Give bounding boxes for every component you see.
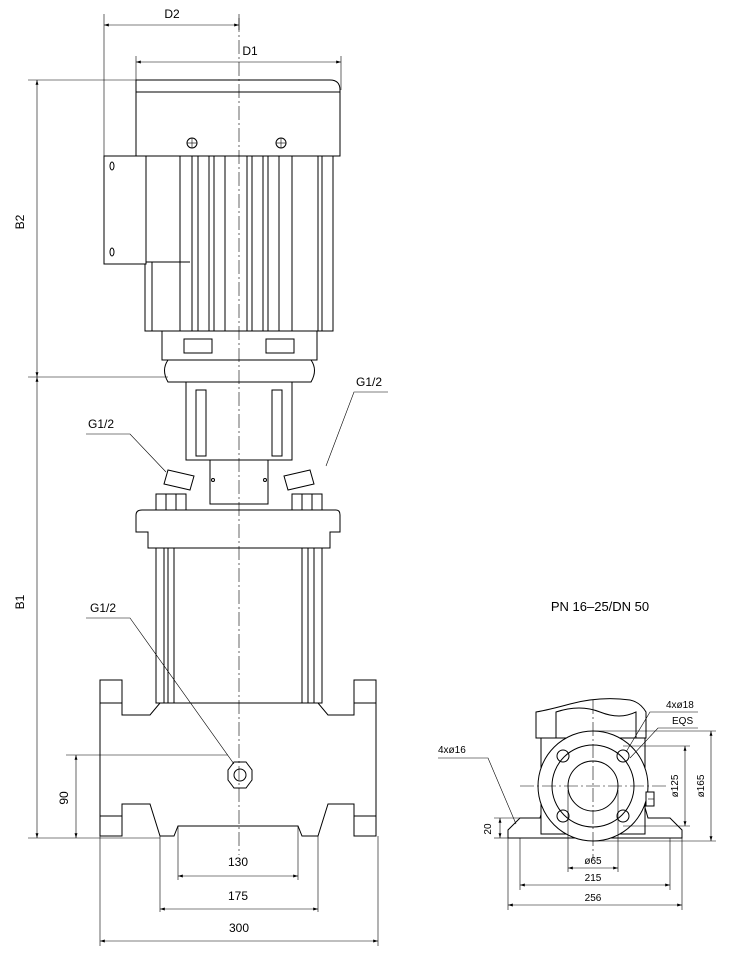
- flange-dimensions: [438, 711, 716, 910]
- pump-head: [135, 509, 341, 549]
- dim-256-label: 256: [585, 893, 602, 904]
- dim-215-label: 215: [585, 873, 602, 884]
- dim-130-label: 130: [228, 855, 248, 869]
- cover-screws: [186, 137, 287, 149]
- dim-d125-label: ø125: [670, 774, 681, 797]
- right-vent-label: G1/2: [356, 375, 382, 389]
- motor-fan-cover: [135, 79, 341, 157]
- pump-body-section: [535, 698, 647, 739]
- flange-side-view: [507, 698, 683, 860]
- pump-base: [99, 679, 377, 837]
- flange-bolt-holes: [556, 749, 630, 823]
- dim-d165-label: ø165: [696, 774, 707, 797]
- drain-label: G1/2: [90, 601, 116, 615]
- main-dimensions: [28, 14, 388, 946]
- dim-90-label: 90: [57, 791, 71, 805]
- dim-b2-label: B2: [13, 214, 27, 229]
- pump-front-view: [99, 18, 377, 855]
- flange-title: PN 16–25/DN 50: [551, 599, 649, 614]
- eqs-label: EQS: [672, 716, 693, 727]
- stay-bolt-left: [155, 547, 165, 704]
- dim-b1-label: B1: [13, 594, 27, 609]
- left-vent-label: G1/2: [88, 417, 114, 431]
- right-vent-plug: [283, 469, 323, 511]
- dim-20-label: 20: [483, 823, 494, 835]
- stay-bolt-right: [313, 547, 323, 704]
- base-holes-label: 4xø16: [438, 745, 466, 756]
- left-vent-plug: [155, 469, 195, 511]
- drain-plug: [227, 761, 253, 789]
- motor-flange-ring: [164, 359, 315, 383]
- dim-d65-label: ø65: [584, 856, 602, 867]
- motor-cooling-fins: [145, 156, 323, 331]
- dim-d1-label: D1: [242, 44, 258, 58]
- dim-300-label: 300: [229, 921, 249, 935]
- dim-175-label: 175: [228, 889, 248, 903]
- pump-sleeve: [167, 547, 309, 704]
- dim-d2-label: D2: [164, 7, 180, 21]
- terminal-box: [103, 155, 147, 265]
- bolt-holes-label: 4xø18: [666, 700, 694, 711]
